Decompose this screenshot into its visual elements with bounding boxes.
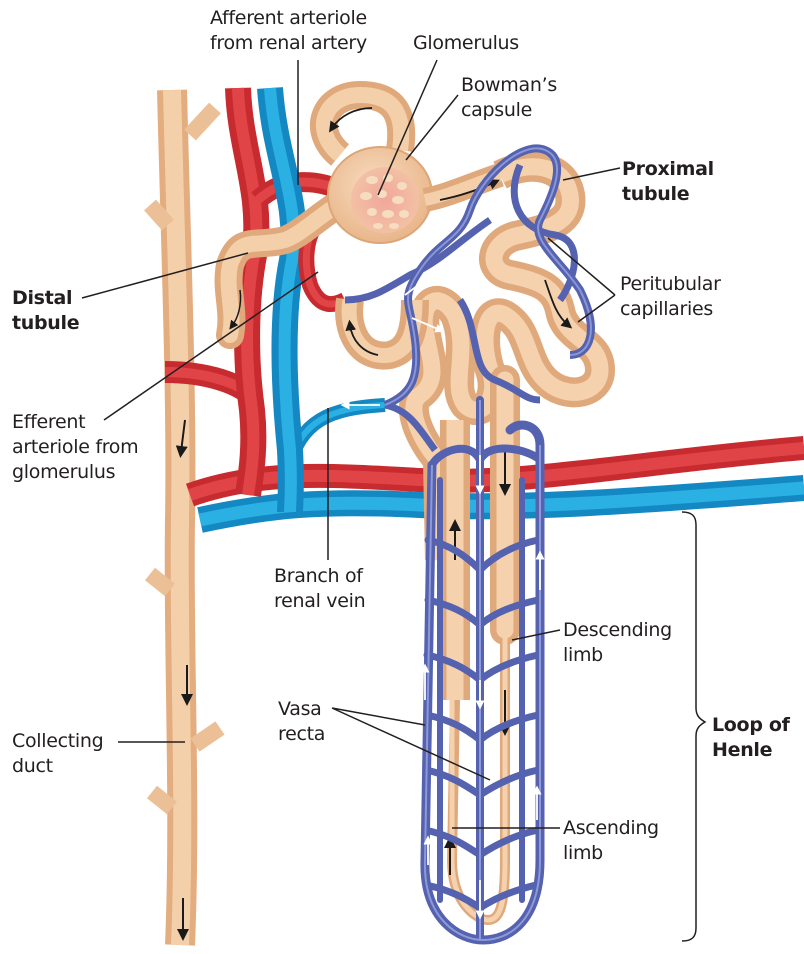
label-distal-tubule: Distal tubule bbox=[12, 286, 80, 336]
label-descending-limb: Descending limb bbox=[563, 618, 672, 668]
tubule-upper-loop bbox=[309, 80, 416, 166]
label-bowmans-capsule: Bowman’s capsule bbox=[461, 73, 557, 123]
label-line: duct bbox=[12, 755, 53, 777]
label-line: Ascending bbox=[563, 817, 659, 839]
label-line: Efferent bbox=[12, 411, 86, 433]
flow-arrow-icon bbox=[175, 419, 188, 458]
label-line: renal vein bbox=[274, 590, 366, 612]
collecting-duct-arrows bbox=[175, 419, 193, 941]
label-efferent-arteriole: Efferent arteriole from glomerulus bbox=[12, 410, 139, 485]
label-loop-of-henle: Loop of Henle bbox=[712, 713, 790, 763]
label-line: Henle bbox=[712, 739, 773, 761]
flow-arrow-icon bbox=[329, 107, 373, 133]
label-line: recta bbox=[278, 723, 326, 745]
label-line: Vasa bbox=[278, 698, 322, 720]
label-line: tubule bbox=[622, 183, 690, 205]
blood-flow-arrows bbox=[340, 277, 545, 920]
leader-lines bbox=[81, 59, 707, 942]
leader-vasa-recta bbox=[331, 707, 491, 781]
label-line: Glomerulus bbox=[413, 32, 519, 54]
label-proximal-tubule: Proximal tubule bbox=[622, 157, 714, 207]
label-ascending-limb: Ascending limb bbox=[563, 816, 659, 866]
label-line: glomerulus bbox=[12, 461, 116, 483]
label-branch-of-renal-vein: Branch of renal vein bbox=[274, 564, 366, 614]
label-line: capsule bbox=[461, 99, 532, 121]
label-collecting-duct: Collecting duct bbox=[12, 729, 104, 779]
flow-arrow-icon bbox=[404, 277, 429, 296]
flow-arrow-icon bbox=[229, 289, 242, 330]
label-glomerulus: Glomerulus bbox=[413, 31, 519, 56]
loop-of-henle-tubule bbox=[440, 365, 520, 926]
label-vasa-recta: Vasa recta bbox=[278, 697, 325, 747]
label-peritubular-capillaries: Peritubular capillaries bbox=[620, 272, 721, 322]
leader-distal bbox=[81, 252, 249, 299]
label-line: Loop of bbox=[712, 714, 790, 736]
label-line: Distal bbox=[12, 287, 73, 309]
label-line: limb bbox=[563, 644, 603, 666]
label-line: Peritubular bbox=[620, 273, 721, 295]
collecting-duct bbox=[144, 89, 225, 946]
label-line: tubule bbox=[12, 312, 80, 334]
leader-peritubular bbox=[547, 237, 616, 323]
renal-vein bbox=[257, 87, 307, 513]
label-line: Collecting bbox=[12, 730, 104, 752]
flow-arrow-icon bbox=[345, 319, 379, 356]
label-line: capillaries bbox=[620, 298, 714, 320]
label-line: Proximal bbox=[622, 158, 714, 180]
label-afferent-arteriole: Afferent arteriole from renal artery bbox=[210, 6, 367, 56]
label-line: from renal artery bbox=[210, 32, 367, 54]
label-line: Afferent arteriole bbox=[210, 7, 367, 29]
distal-tubule bbox=[214, 186, 359, 349]
leader-glomerulus bbox=[377, 59, 438, 196]
flow-arrow-icon bbox=[544, 279, 573, 329]
label-line: Descending bbox=[563, 619, 672, 641]
label-line: Branch of bbox=[274, 565, 363, 587]
flow-arrow-icon bbox=[439, 179, 500, 201]
bowmans-capsule bbox=[327, 146, 504, 244]
label-line: limb bbox=[563, 842, 603, 864]
label-line: Bowman’s bbox=[461, 74, 557, 96]
leader-efferent bbox=[103, 271, 319, 421]
flow-arrow-icon bbox=[411, 317, 445, 333]
peritubular-capillaries-highlight bbox=[384, 147, 592, 406]
leader-descending bbox=[511, 629, 561, 641]
leader-bowmans bbox=[405, 94, 459, 161]
vasa-recta bbox=[420, 396, 545, 945]
label-line: arteriole from bbox=[12, 436, 139, 458]
leader-proximal bbox=[562, 167, 621, 181]
loop-of-henle-brace bbox=[681, 511, 707, 942]
